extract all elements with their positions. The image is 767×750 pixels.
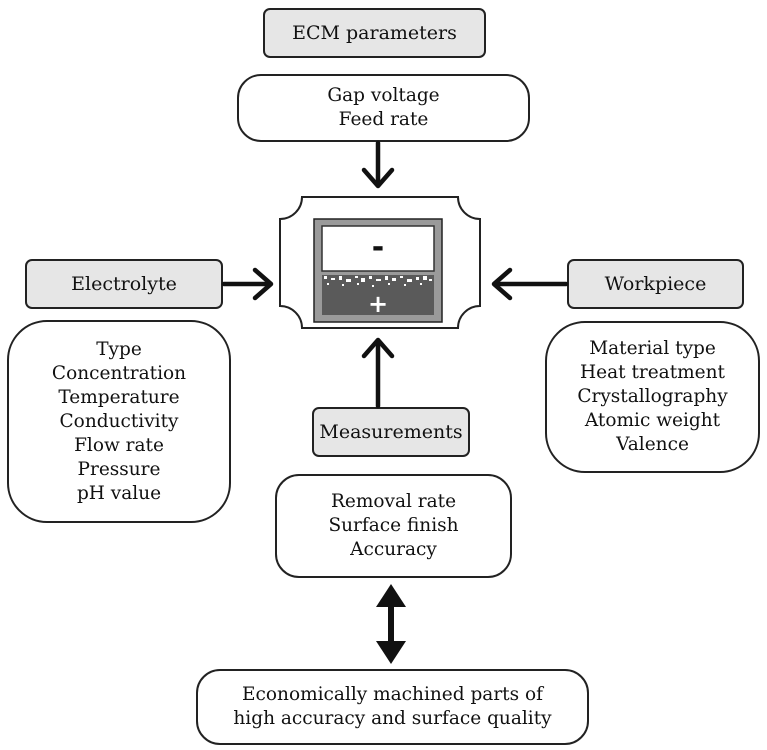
measurements-label: Measurements [319,421,463,443]
measurement-item: Accuracy [350,539,437,560]
cathode-tool [321,225,435,272]
electrolyte-item: Flow rate [74,434,164,456]
electrolyte-item: Temperature [58,386,180,408]
measurements-header: Measurements [312,407,470,457]
workpiece-item: Material type [589,338,716,359]
workpiece-item: Atomic weight [584,410,721,431]
workpiece-item: Valence [616,434,689,455]
ecm-parameters-label: ECM parameters [292,22,457,44]
dissolution-speckle [324,276,432,287]
arrow-left-into-cell [491,267,569,301]
arrow-down-into-cell [361,140,395,189]
electrolyte-item: Pressure [77,458,161,480]
arrow-right-into-cell [221,267,274,301]
workpiece-item: Heat treatment [580,362,725,383]
arrow-up-into-cell [361,337,395,409]
measurements-box: Removal rate Surface finish Accuracy [275,474,512,578]
ecm-parameter-item: Feed rate [338,109,429,130]
workpiece-label: Workpiece [604,273,707,295]
ecm-parameters-header: ECM parameters [263,8,486,58]
electrolyte-item: Type [96,338,142,360]
electrolyte-item: Conductivity [59,410,179,432]
ecm-parameters-box: Gap voltage Feed rate [237,74,530,142]
measurement-item: Removal rate [330,491,457,512]
workpiece-header: Workpiece [567,259,744,309]
workpiece-box: Material type Heat treatment Crystallogr… [545,321,760,473]
ecm-parameter-item: Gap voltage [327,85,440,106]
electrolyte-box: Type Concentration Temperature Conductiv… [7,320,231,523]
anode-workpiece [322,275,434,315]
measurement-item: Surface finish [328,515,459,536]
result-item: high accuracy and surface quality [233,708,552,729]
electrolyte-item: Concentration [51,362,187,384]
anode-sign: + [368,290,388,318]
workpiece-item: Crystallography [577,386,728,407]
result-item: Economically machined parts of [242,684,543,705]
double-arrow [376,584,406,664]
electrolyte-item: pH value [76,482,162,504]
result-box: Economically machined parts of high accu… [196,669,589,745]
electrolyte-label: Electrolyte [71,273,177,295]
cathode-sign: - [372,230,384,265]
electrolyte-header: Electrolyte [25,259,223,309]
